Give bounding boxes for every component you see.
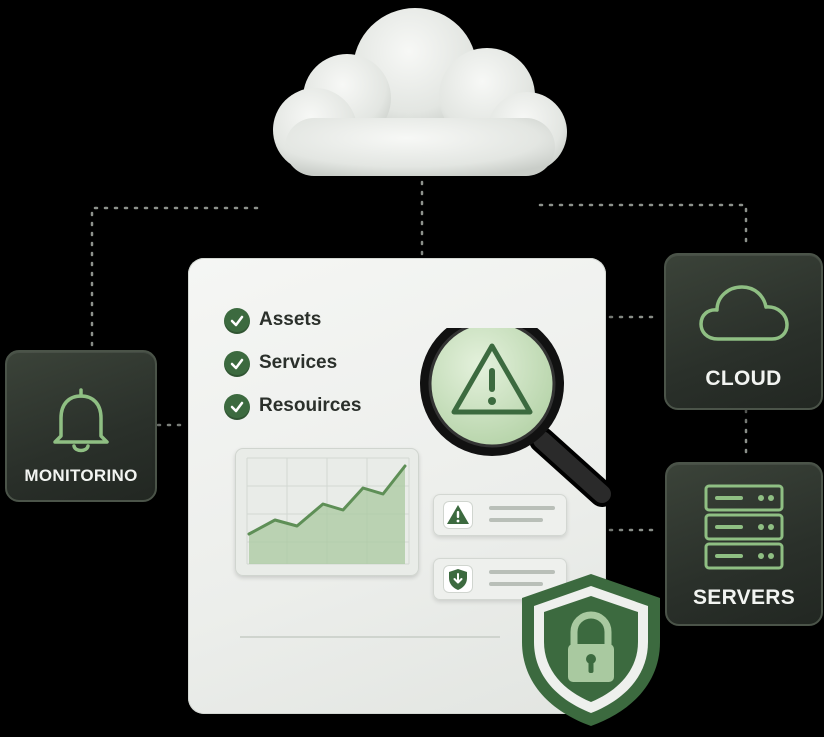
servers-tile[interactable]: SERVERS (665, 462, 823, 626)
server-rack-icon (704, 484, 784, 570)
placeholder-line (489, 506, 555, 510)
bell-icon (53, 388, 109, 453)
trend-chart-card (235, 448, 419, 576)
cloud-label: CLOUD (705, 367, 782, 390)
check-circle-icon (224, 394, 250, 420)
area-trend-chart (246, 457, 410, 565)
warning-triangle-icon (447, 505, 469, 524)
cloud-outline-icon (699, 285, 789, 341)
placeholder-line (489, 570, 555, 574)
placeholder-line (489, 582, 543, 586)
monitoring-tile[interactable]: MONITORINO (5, 350, 157, 502)
shield-download-icon (449, 569, 467, 590)
shield-lock-icon (522, 574, 660, 726)
connector-left (90, 206, 266, 347)
check-circle-icon (224, 308, 250, 334)
cloud-tile[interactable]: CLOUD (664, 253, 823, 410)
monitoring-label: MONITORINO (24, 466, 138, 485)
placeholder-line (489, 518, 543, 522)
checklist-label: Assets (259, 309, 322, 330)
warning-badge (443, 501, 473, 529)
alert-card-warning[interactable] (433, 494, 567, 536)
servers-label: SERVERS (692, 586, 796, 609)
checklist-label: Services (259, 352, 338, 373)
connector-right (538, 203, 748, 250)
divider (240, 636, 500, 638)
check-circle-icon (224, 351, 250, 377)
checklist-label: Resouirces (259, 395, 362, 416)
shield-badge (443, 565, 473, 593)
cloud-icon (273, 8, 567, 176)
magnifier-warning-icon (420, 328, 615, 507)
